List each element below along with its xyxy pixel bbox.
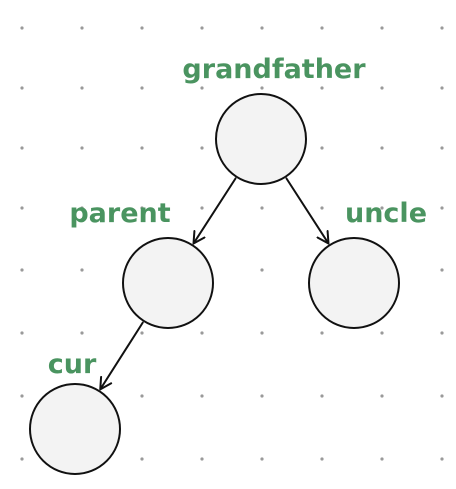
- grid-dot: [200, 86, 204, 90]
- grid-dot: [380, 146, 384, 150]
- edge-grandfather-to-parent: [192, 177, 237, 245]
- grid-dot: [260, 457, 264, 461]
- grid-dot: [200, 146, 204, 150]
- node-parent: [122, 237, 214, 329]
- grid-dot: [320, 86, 324, 90]
- node-grandfather: [215, 93, 307, 185]
- grid-dot: [440, 394, 444, 398]
- grid-dot: [260, 86, 264, 90]
- grid-dot: [440, 146, 444, 150]
- grid-dot: [20, 394, 24, 398]
- grid-dot: [140, 457, 144, 461]
- grid-dot: [200, 26, 204, 30]
- grid-dot: [80, 268, 84, 272]
- grid-dot: [380, 206, 384, 210]
- grid-dot: [320, 146, 324, 150]
- grid-dot: [20, 26, 24, 30]
- grid-dot: [320, 457, 324, 461]
- grid-dot: [140, 26, 144, 30]
- edge-parent-to-cur: [99, 321, 144, 391]
- grid-dot: [20, 331, 24, 335]
- grid-dot: [380, 331, 384, 335]
- grid-dot: [20, 146, 24, 150]
- grid-dot: [20, 457, 24, 461]
- grid-dot: [140, 206, 144, 210]
- nodes: [29, 93, 400, 475]
- grid-dot: [20, 206, 24, 210]
- label-uncle: uncle: [345, 198, 427, 229]
- grid-dot: [260, 26, 264, 30]
- grid-dot: [320, 26, 324, 30]
- label-cur: cur: [48, 349, 97, 380]
- grid-dot: [320, 331, 324, 335]
- label-grandfather: grandfather: [182, 54, 366, 85]
- label-parent: parent: [69, 198, 170, 229]
- grid-dot: [140, 331, 144, 335]
- grid-dot: [440, 26, 444, 30]
- labels: grandfather parent uncle cur: [48, 54, 427, 380]
- grid-dot: [20, 268, 24, 272]
- grid-dot: [80, 26, 84, 30]
- grid-dot: [200, 206, 204, 210]
- grid-dot: [80, 146, 84, 150]
- grid-dot: [260, 268, 264, 272]
- grid-dot: [380, 26, 384, 30]
- grid-dot: [380, 394, 384, 398]
- grid-dot: [380, 86, 384, 90]
- grid-dot: [440, 457, 444, 461]
- grid-dot: [200, 457, 204, 461]
- node-uncle: [308, 237, 400, 329]
- grid-dot: [440, 86, 444, 90]
- grid-dot: [320, 206, 324, 210]
- edges: [99, 177, 330, 391]
- grid-dot: [80, 331, 84, 335]
- grid-dot: [320, 394, 324, 398]
- grid-dot: [200, 394, 204, 398]
- grid-dot: [260, 206, 264, 210]
- grid-dot: [80, 86, 84, 90]
- grid-dot: [140, 394, 144, 398]
- grid-dot: [380, 457, 384, 461]
- grid-dot: [140, 146, 144, 150]
- grid-dot: [440, 268, 444, 272]
- dot-grid: [20, 26, 444, 461]
- grid-dot: [20, 86, 24, 90]
- grid-dot: [440, 206, 444, 210]
- grid-dot: [140, 86, 144, 90]
- edge-grandfather-to-uncle: [285, 177, 330, 245]
- grid-dot: [260, 394, 264, 398]
- grid-dot: [440, 331, 444, 335]
- node-cur: [29, 383, 121, 475]
- grid-dot: [260, 331, 264, 335]
- grid-dot: [80, 206, 84, 210]
- grid-dot: [200, 331, 204, 335]
